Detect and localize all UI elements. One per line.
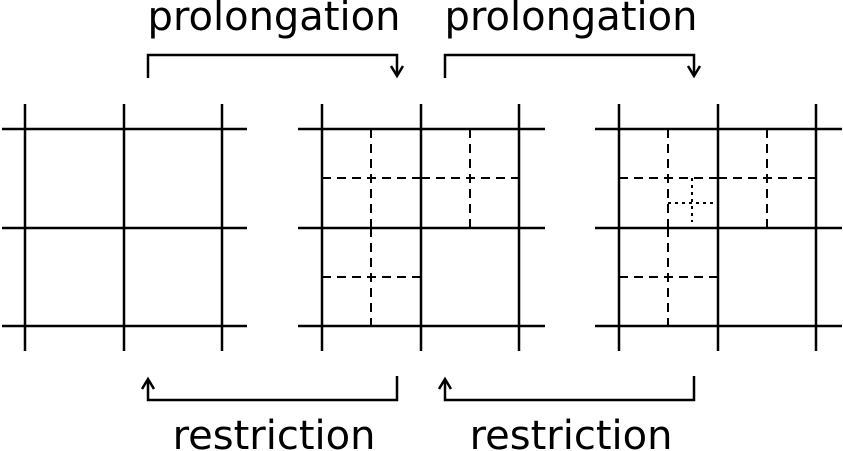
prolongation-label-2: prolongation xyxy=(445,0,698,40)
doubly-refined-grid xyxy=(595,104,842,351)
restriction-arrow-2 xyxy=(437,376,696,402)
refined-cell-top-right xyxy=(718,129,816,228)
refined-cell-top-left xyxy=(322,129,421,228)
restriction-label-1: restriction xyxy=(173,413,376,451)
coarse-grid xyxy=(2,104,247,351)
prolongation-label-1: prolongation xyxy=(148,0,401,40)
refined-cell-bottom-left xyxy=(619,228,718,326)
restriction-label-2: restriction xyxy=(470,413,673,451)
refined-cell-top-left xyxy=(619,129,718,228)
doubly-refined-subcell xyxy=(668,178,716,222)
refined-cell-top-right xyxy=(421,129,519,228)
prolongation-arrow-1 xyxy=(146,53,405,79)
restriction-arrow-1 xyxy=(140,376,399,402)
refined-grid xyxy=(298,104,545,351)
prolongation-arrow-2 xyxy=(443,53,702,79)
refined-cell-bottom-left xyxy=(322,228,421,326)
